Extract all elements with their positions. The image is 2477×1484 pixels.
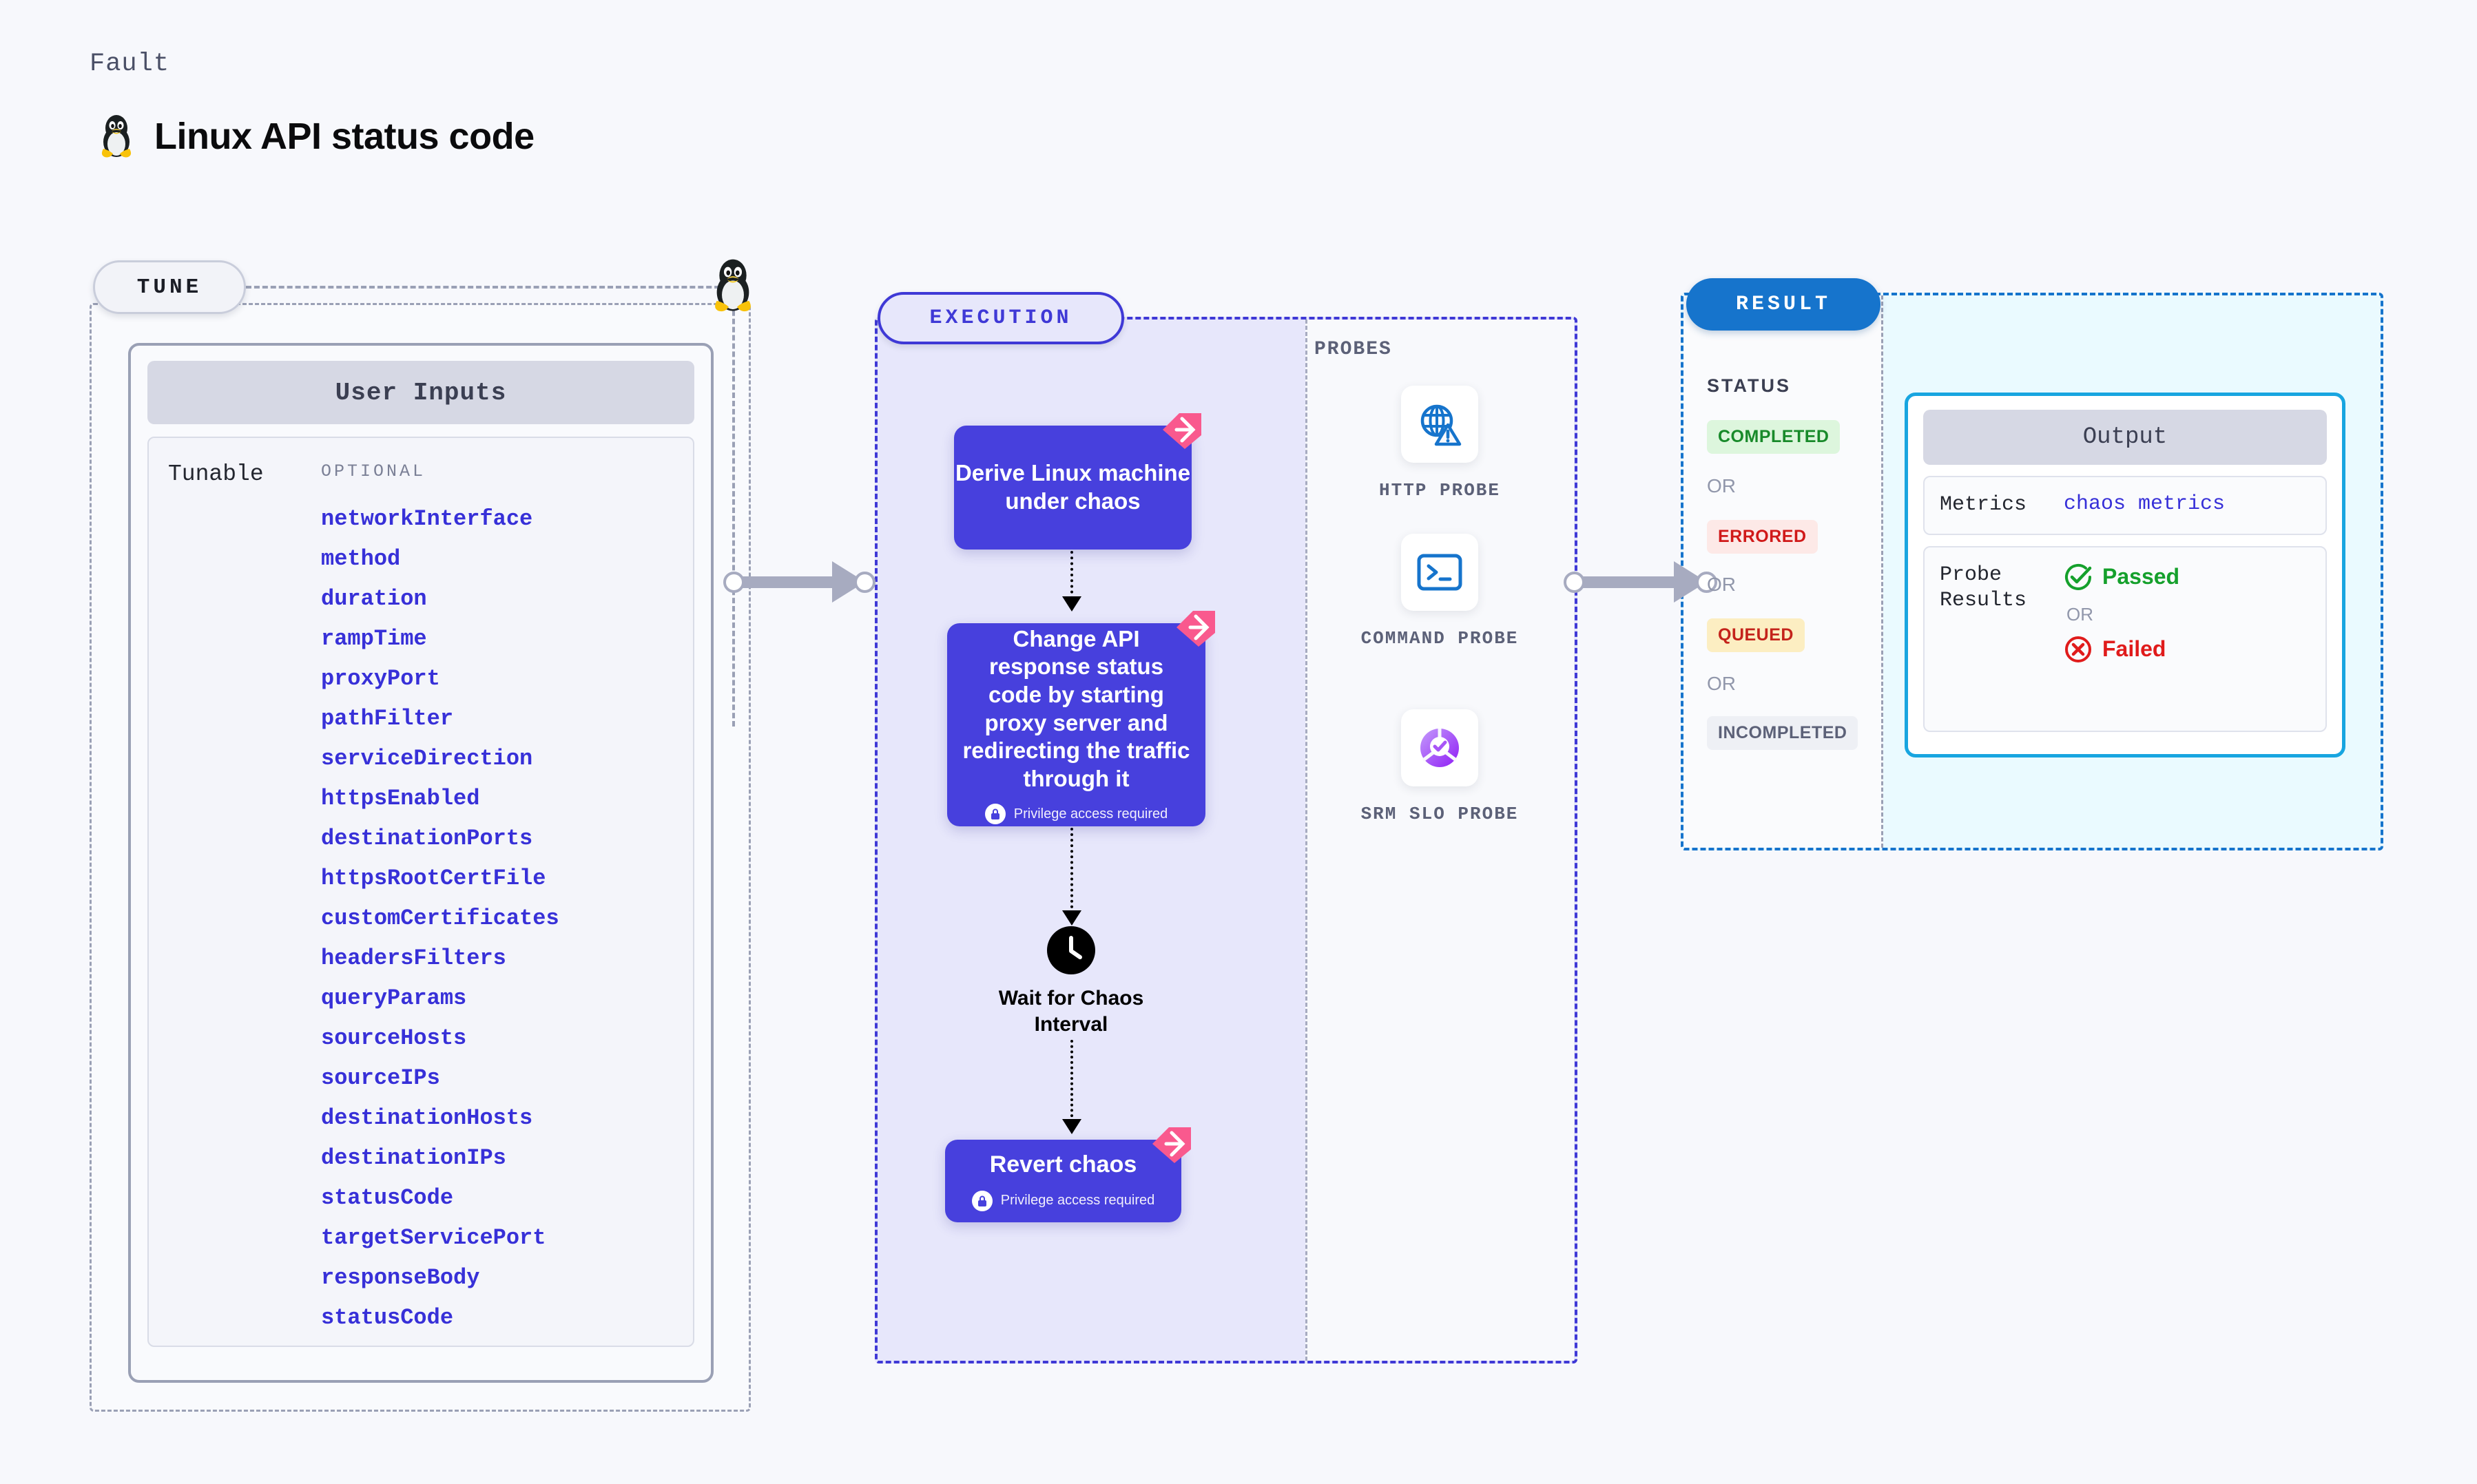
param-item[interactable]: responseBody xyxy=(321,1265,480,1290)
param-item[interactable]: method xyxy=(321,546,401,572)
status-title: STATUS xyxy=(1707,375,1791,396)
lock-icon xyxy=(984,804,1006,825)
flow-dash-2 xyxy=(1070,828,1073,914)
privilege-note: Privilege access required xyxy=(971,1190,1155,1211)
tunable-label: Tunable xyxy=(168,461,264,487)
param-item[interactable]: pathFilter xyxy=(321,706,454,731)
execution-node-derive[interactable]: Derive Linux machine under chaos xyxy=(954,413,1201,550)
probe-results-values: Passed OR Failed xyxy=(2064,563,2179,715)
result-status-strip xyxy=(1683,295,1883,848)
flow-dash-1 xyxy=(1070,551,1073,599)
param-item[interactable]: sourceIPs xyxy=(321,1065,440,1091)
param-item[interactable]: targetServicePort xyxy=(321,1225,546,1251)
status-or-2: OR xyxy=(1707,574,1736,595)
status-badge-incompleted: INCOMPLETED xyxy=(1707,716,1858,750)
param-item[interactable]: rampTime xyxy=(321,626,427,651)
connector-execution-result xyxy=(1564,561,1736,603)
param-list: OPTIONAL networkInterface method duration r… xyxy=(321,461,693,1346)
param-item[interactable]: sourceHosts xyxy=(321,1025,467,1051)
metrics-key: Metrics xyxy=(1940,493,2027,516)
probe-result-or: OR xyxy=(2066,603,2093,625)
param-item[interactable]: queryParams xyxy=(321,985,467,1011)
terminal-icon xyxy=(1401,534,1478,611)
privilege-text: Privilege access required xyxy=(1013,806,1168,822)
param-item[interactable]: customCertificates xyxy=(321,906,559,931)
page-title-row: Linux API status code xyxy=(96,110,535,162)
status-or-3: OR xyxy=(1707,673,1736,694)
user-inputs-title: User Inputs xyxy=(147,361,694,424)
privilege-text: Privilege access required xyxy=(1000,1193,1155,1209)
probes-panel xyxy=(1305,320,1574,1361)
linux-penguin-icon-marker xyxy=(708,253,758,316)
globe-warning-icon xyxy=(1401,386,1478,463)
param-item[interactable]: statusCode xyxy=(321,1185,454,1211)
x-circle-icon xyxy=(2065,636,2091,662)
probe-result-failed: Failed xyxy=(2064,635,2179,664)
optional-label: OPTIONAL xyxy=(321,461,426,481)
flow-arrow-2 xyxy=(1062,910,1081,926)
chaos-ribbon-icon xyxy=(1161,412,1204,450)
page-title: Linux API status code xyxy=(154,115,535,157)
param-item[interactable]: httpsRootCertFile xyxy=(321,866,546,891)
check-circle-icon xyxy=(2065,563,2092,590)
failed-label: Failed xyxy=(2102,636,2166,661)
output-card: Output Metrics chaos metrics Probe Resul… xyxy=(1905,393,2345,757)
metrics-row: Metrics chaos metrics xyxy=(1923,476,2327,535)
output-title: Output xyxy=(1923,410,2327,465)
param-item[interactable]: statusCode xyxy=(321,1305,454,1330)
user-inputs-card: User Inputs Tunable OPTIONAL networkInte… xyxy=(128,343,714,1383)
node-label: Revert chaos xyxy=(989,1151,1137,1178)
param-item[interactable]: httpsEnabled xyxy=(321,786,480,811)
param-item[interactable]: destinationPorts xyxy=(321,826,533,851)
tunable-box: Tunable OPTIONAL networkInterface method d… xyxy=(147,437,694,1347)
flow-dash-3 xyxy=(1070,1040,1073,1122)
flow-arrow-3 xyxy=(1062,1119,1081,1134)
tune-vertical-dash xyxy=(732,286,735,727)
chaos-ribbon-icon xyxy=(1175,609,1218,648)
status-badge-completed: COMPLETED xyxy=(1707,420,1841,454)
chaos-ribbon-icon xyxy=(1151,1126,1194,1164)
metrics-value[interactable]: chaos metrics xyxy=(2064,492,2226,516)
probe-srm-slo[interactable]: SRM SLO PROBE xyxy=(1305,709,1574,826)
param-item[interactable]: networkInterface xyxy=(321,506,533,532)
fault-kicker-label: Fault xyxy=(90,50,170,79)
probe-label: COMMAND PROBE xyxy=(1360,628,1519,649)
probe-results-key: Probe Results xyxy=(1940,563,2027,613)
execution-node-revert[interactable]: Revert chaos Privilege access required xyxy=(945,1127,1191,1222)
node-label: Derive Linux machine under chaos xyxy=(955,460,1191,514)
probe-http[interactable]: HTTP PROBE xyxy=(1305,386,1574,503)
connector-tune-execution xyxy=(723,561,889,603)
probes-title: PROBES xyxy=(1314,339,1392,360)
clock-icon xyxy=(1047,926,1095,974)
param-item[interactable]: serviceDirection xyxy=(321,746,533,771)
slo-donut-check-icon xyxy=(1401,709,1478,786)
lock-icon xyxy=(971,1190,993,1211)
param-item[interactable]: proxyPort xyxy=(321,666,440,691)
status-badge-errored: ERRORED xyxy=(1707,520,1818,554)
tune-pill[interactable]: TUNE xyxy=(93,260,246,314)
status-or-1: OR xyxy=(1707,475,1736,497)
passed-label: Passed xyxy=(2102,564,2180,589)
status-badge-queued: QUEUED xyxy=(1707,618,1805,652)
execution-node-change-status[interactable]: Change API response status code by start… xyxy=(947,611,1215,826)
tune-connector-dash xyxy=(246,286,736,289)
execution-pill[interactable]: EXECUTION xyxy=(878,292,1124,344)
probe-results-row: Probe Results Passed OR Failed xyxy=(1923,545,2327,732)
probe-label: SRM SLO PROBE xyxy=(1360,804,1519,824)
probe-result-passed: Passed xyxy=(2064,563,2179,592)
param-item[interactable]: destinationIPs xyxy=(321,1145,506,1171)
probe-label: HTTP PROBE xyxy=(1378,480,1501,501)
probe-command[interactable]: COMMAND PROBE xyxy=(1305,534,1574,651)
result-pill[interactable]: RESULT xyxy=(1686,278,1880,331)
wait-label: Wait for Chaos Interval xyxy=(998,987,1144,1036)
node-label: Change API response status code by start… xyxy=(962,625,1190,791)
param-item[interactable]: headersFilters xyxy=(321,945,506,971)
flow-arrow-1 xyxy=(1062,596,1081,612)
privilege-note: Privilege access required xyxy=(984,804,1168,825)
wait-for-chaos-interval: Wait for Chaos Interval xyxy=(964,926,1178,1037)
param-item[interactable]: destinationHosts xyxy=(321,1105,533,1131)
param-item[interactable]: duration xyxy=(321,586,427,612)
linux-penguin-icon xyxy=(96,110,136,162)
